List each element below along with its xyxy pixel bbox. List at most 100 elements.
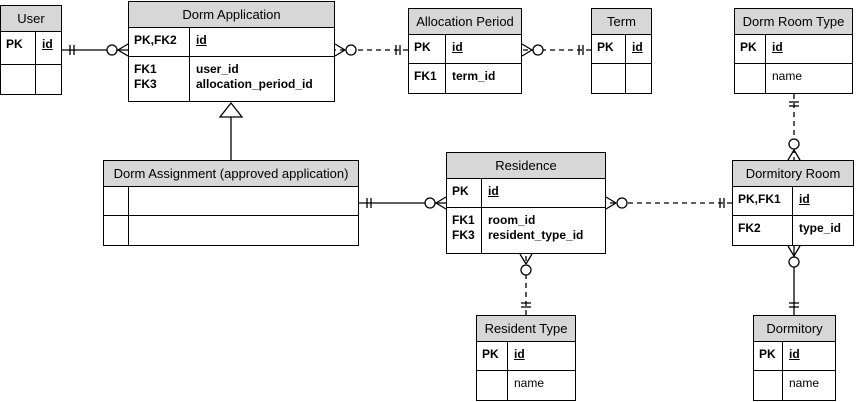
primary-key-section: PK id [1, 32, 61, 64]
attribute-section: FK2 type_id [733, 215, 853, 245]
attribute-name: name [789, 376, 820, 390]
key-label: FK3 [134, 77, 157, 91]
key-column [104, 216, 129, 245]
relationship-user-to-dorm-application [62, 43, 129, 57]
attribute-resident-type-id: resident_type_id [488, 228, 584, 242]
attribute-id: id [452, 40, 463, 54]
attribute-type-id: type_id [799, 221, 842, 235]
attribute-id: id [196, 33, 207, 47]
key-column [1, 65, 36, 94]
relationship-term-to-allocation-period [521, 43, 591, 57]
entity-title: Dorm Application [129, 2, 334, 28]
key-column: PK [735, 35, 766, 63]
attribute-id: id [514, 347, 525, 361]
key-column: PK [592, 35, 626, 63]
key-column: FK2 [733, 216, 793, 245]
attribute-column: id [793, 187, 853, 215]
attribute-id: id [488, 184, 499, 198]
attribute-column: id [766, 35, 852, 63]
key-label: PK [452, 184, 469, 198]
attribute-column: id [508, 342, 575, 370]
key-label: FK1 [414, 69, 437, 83]
key-label: PK [6, 37, 23, 51]
attribute-column: name [508, 371, 575, 400]
primary-key-section: PK id [735, 35, 852, 63]
relationship-dormitory-to-dormitory-room [787, 245, 801, 315]
entity-title: Dorm Room Type [735, 9, 852, 35]
attribute-user-id: user_id [196, 62, 239, 76]
attribute-section [104, 215, 358, 245]
key-column: PK,FK2 [129, 28, 190, 56]
entity-title: Term [592, 9, 651, 35]
entity-dorm-assignment[interactable]: Dorm Assignment (approved application) [103, 160, 359, 246]
attribute-section: name [754, 370, 835, 400]
primary-key-section: PK,FK2 id [129, 28, 334, 56]
attribute-id: id [789, 347, 800, 361]
primary-key-section [104, 187, 358, 215]
attribute-name: name [514, 376, 545, 390]
attribute-column: id [626, 35, 651, 63]
key-column: PK [409, 35, 446, 63]
entity-title: Dormitory Room [733, 161, 853, 187]
attribute-id: id [632, 40, 643, 54]
attribute-column [129, 216, 358, 245]
key-column: PK [447, 179, 482, 207]
relationship-dorm-room-type-to-dormitory-room [787, 94, 801, 161]
attribute-column: id [446, 35, 521, 63]
key-label: PK [759, 347, 776, 361]
key-label: PK [740, 40, 757, 54]
attribute-section: name [477, 370, 575, 400]
key-column [735, 64, 766, 93]
primary-key-section: PK id [409, 35, 521, 63]
attribute-section [1, 64, 61, 94]
relationship-allocation-period-to-dorm-application [334, 43, 408, 57]
attribute-column: id [783, 342, 835, 370]
primary-key-section: PK id [592, 35, 651, 63]
attribute-id: id [42, 37, 53, 51]
attribute-section [592, 63, 651, 93]
key-label: PK [482, 347, 499, 361]
relationship-resident-type-to-residence [519, 253, 533, 315]
relationship-dormitory-room-to-residence [605, 196, 732, 210]
attribute-column [626, 64, 651, 93]
entity-title: User [1, 6, 61, 32]
attribute-column: id [36, 32, 61, 64]
attribute-column [36, 65, 61, 94]
relationship-dorm-assignment-to-residence [359, 196, 447, 210]
attribute-column: id [190, 28, 334, 56]
key-label: FK1 [452, 213, 475, 227]
attribute-column: type_id [793, 216, 853, 245]
attribute-column [129, 187, 358, 215]
key-label: PK,FK2 [134, 33, 177, 47]
entity-title: Allocation Period [409, 9, 521, 35]
entity-title: Residence [447, 153, 605, 179]
key-column [104, 187, 129, 215]
attribute-column: id [482, 179, 605, 207]
entity-title: Dormitory [754, 316, 835, 342]
key-column [754, 371, 783, 400]
key-label: FK1 [134, 62, 157, 76]
attribute-id: id [799, 192, 810, 206]
entity-title: Resident Type [477, 316, 575, 342]
key-column: PK [477, 342, 508, 370]
entity-title: Dorm Assignment (approved application) [104, 161, 358, 187]
key-label: FK3 [452, 228, 475, 242]
